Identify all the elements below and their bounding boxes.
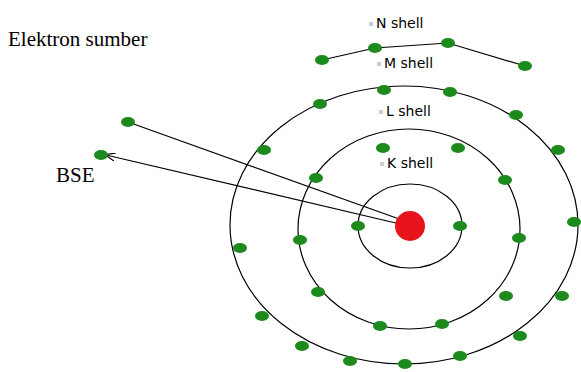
shell-label: K shell: [385, 155, 435, 171]
electron: [453, 351, 467, 361]
electron: [567, 217, 581, 227]
nucleus: [395, 211, 425, 241]
k-shell-orbit: [358, 184, 462, 268]
electron: [233, 243, 247, 253]
electron: [94, 150, 108, 160]
electron: [435, 319, 449, 329]
bullet: [379, 110, 383, 114]
electron: [453, 221, 467, 231]
electron: [311, 287, 325, 297]
electron: [441, 38, 455, 48]
electron: [373, 321, 387, 331]
electrons: [94, 38, 581, 369]
electron: [351, 221, 365, 231]
bullet: [369, 22, 373, 26]
electron: [498, 175, 512, 185]
electron: [257, 145, 271, 155]
bullet: [377, 62, 381, 66]
shell-label: M shell: [382, 55, 435, 71]
source-electron-label: Elektron sumber: [6, 27, 149, 51]
bse-path: [106, 155, 400, 224]
electron: [255, 311, 269, 321]
bse-label: BSE: [54, 163, 97, 187]
l-shell-orbit: [298, 129, 520, 329]
electron: [343, 356, 357, 366]
shell-label: N shell: [374, 15, 425, 31]
electron: [451, 143, 465, 153]
electron: [513, 331, 527, 341]
source-electron-path: [128, 122, 402, 220]
electron: [315, 55, 329, 65]
electron: [512, 233, 526, 243]
electron: [398, 359, 412, 369]
electron: [121, 117, 135, 127]
m-shell-orbit: [230, 86, 578, 364]
electron: [368, 43, 382, 53]
electron: [499, 291, 513, 301]
electron: [309, 173, 323, 183]
electron: [293, 235, 307, 245]
electron: [509, 110, 523, 120]
electron: [555, 291, 569, 301]
electron: [376, 143, 390, 153]
electron: [377, 85, 391, 95]
shell-label: L shell: [384, 103, 433, 119]
bullet: [380, 162, 384, 166]
electron: [295, 341, 309, 351]
electron: [551, 145, 565, 155]
electron: [313, 99, 327, 109]
electron: [443, 87, 457, 97]
electron: [518, 61, 532, 71]
